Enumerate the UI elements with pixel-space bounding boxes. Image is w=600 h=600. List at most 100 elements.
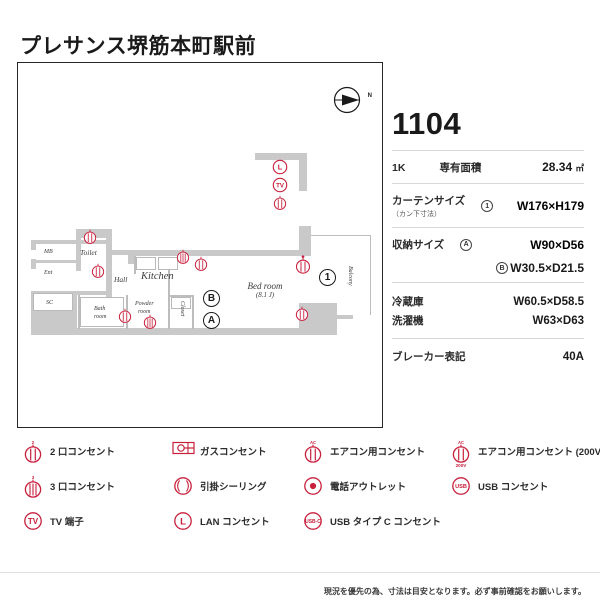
bedroom-size: (8.1 J) <box>255 291 275 300</box>
wall-toilet-left <box>76 229 81 271</box>
legend-label: 電話アウトレット <box>330 482 407 493</box>
outlet-3-socket-icon <box>176 249 190 264</box>
storage-marker-ref-b: B <box>496 262 508 274</box>
legend-item-tv-terminal: TV TV 端子 <box>22 510 172 532</box>
svg-text:L: L <box>278 163 283 172</box>
spec-divider-5 <box>392 338 584 339</box>
washer-label: 洗濯機 <box>392 315 424 327</box>
wall-upper-right <box>255 153 307 160</box>
unit-number: 1104 <box>392 106 462 141</box>
curtain-label: カーテンサイズ （カン下寸法） <box>392 195 466 218</box>
usb-c-outlet-icon: USB-C <box>302 510 324 532</box>
spec-divider-1 <box>392 150 584 151</box>
spec-row-storage-a: 収納サイズ A W90×D56 <box>392 228 584 260</box>
outlet-2-socket-icon <box>194 256 208 271</box>
spec-divider-2 <box>392 183 584 184</box>
legend-label: TV 端子 <box>50 517 84 528</box>
fridge-value: W60.5×D58.5 <box>513 296 584 308</box>
storage-value-b: W30.5×D21.5 <box>510 261 584 275</box>
breaker-label: ブレーカー表記 <box>392 351 466 363</box>
legend-item-ceiling-hook: 引掛シーリング <box>172 475 302 497</box>
storage-label: 収納サイズ <box>392 239 445 251</box>
tv-terminal-icon: TV <box>272 177 288 193</box>
outlet-2-socket-icon <box>91 263 105 278</box>
room-label-ent: Ent <box>44 270 53 276</box>
legend-label: ガスコンセント <box>200 447 267 458</box>
footer-note: 現況を優先の為、寸法は目安となります。必ず事前確認をお願いします。 <box>323 587 586 596</box>
legend-label: 3 口コンセント <box>50 482 115 493</box>
kitchen-counter-unit-left <box>136 257 156 270</box>
wall-mb-divider <box>36 260 76 263</box>
wall-entry-left-top <box>31 240 36 250</box>
ceiling-hook-icon <box>172 475 194 497</box>
partition-kitchen-counter <box>134 256 136 274</box>
area-label: 専有面積 <box>439 162 482 174</box>
room-label-bedroom: Bed room (8.1 J) <box>230 281 300 299</box>
legend-label: 2 口コンセント <box>50 447 115 458</box>
legend-label: USB タイプ C コンセント <box>330 517 441 528</box>
lan-outlet-icon: L <box>272 159 288 175</box>
wall-upper-right-vert <box>299 153 307 191</box>
ac-outlet-icon <box>295 255 311 274</box>
telephone-outlet-icon <box>302 475 324 497</box>
room-label-mb: MB <box>44 249 53 255</box>
legend-label: 引掛シーリング <box>200 482 267 493</box>
room-label-closet: Closet <box>179 301 185 317</box>
svg-text:L: L <box>180 516 186 527</box>
spec-row-curtain: カーテンサイズ （カン下寸法） 1 W176×H179 <box>392 184 584 227</box>
svg-text:USB: USB <box>455 484 467 490</box>
wall-right-upper-jog <box>299 226 311 256</box>
spec-row-storage-b: B W30.5×D21.5 <box>392 260 584 282</box>
wall-kitchen-top <box>128 250 310 256</box>
sc-unit <box>33 293 73 311</box>
svg-text:2: 2 <box>32 440 35 445</box>
svg-text:AC: AC <box>458 440 464 445</box>
room-label-sc: SC <box>46 300 54 306</box>
outlet-2-socket-icon <box>295 306 309 321</box>
wall-mb-toilet-top <box>36 240 108 244</box>
storage-marker-ref-a: A <box>460 238 473 251</box>
svg-text:USB-C: USB-C <box>305 519 321 525</box>
outlet-2-socket-icon: 2 <box>22 440 44 463</box>
outlet-3-socket-icon <box>143 314 157 329</box>
legend-item-ac-outlet-200v: AC 200V エアコン用コンセント (200V) <box>450 440 600 468</box>
wall-hall-top <box>112 250 132 255</box>
bedroom-name: Bed room <box>247 281 283 291</box>
area-unit: ㎡ <box>575 163 584 173</box>
storage-value-a: W90×D56 <box>530 237 584 252</box>
tv-terminal-icon: TV <box>22 510 44 532</box>
partition-closet-right <box>192 295 194 329</box>
partition-mid-vert <box>168 259 170 295</box>
wall-toilet-right <box>106 229 112 297</box>
curtain-value: W176×H179 <box>516 199 584 213</box>
legend: 2 2 口コンセント <box>22 440 600 532</box>
room-label-powder-room: room <box>138 309 151 315</box>
room-label-hall: Hall <box>114 275 128 284</box>
compass-north-arrow-icon <box>333 86 361 114</box>
room-label-bath-room: room <box>94 314 107 320</box>
legend-label: LAN コンセント <box>200 517 270 528</box>
legend-label: エアコン用コンセント (200V) <box>478 447 600 458</box>
partition-powder-right <box>168 295 170 329</box>
legend-item-lan-outlet: L LAN コンセント <box>172 510 302 532</box>
spec-row-fridge: 冷蔵庫 W60.5×D58.5 <box>392 292 584 311</box>
outlet-2-socket-icon <box>273 195 287 210</box>
wall-kitchen-top-left-vert <box>128 250 134 264</box>
room-label-balcony: Balcony <box>347 266 353 286</box>
page-title: プレサンス堺筋本町駅前 <box>20 35 257 58</box>
layout-type: 1K <box>392 162 406 174</box>
spec-divider-3 <box>392 227 584 228</box>
gas-outlet-icon <box>172 440 195 462</box>
legend-item-gas-outlet: ガスコンセント <box>172 440 302 462</box>
fridge-label: 冷蔵庫 <box>392 296 424 308</box>
washer-value: W63×D63 <box>532 315 584 327</box>
legend-item-outlet-3: 3 3 口コンセント <box>22 475 172 498</box>
ac-outlet-icon: AC <box>302 440 324 463</box>
closet-unit <box>171 297 191 309</box>
storage-marker-b: B <box>203 290 220 307</box>
area-value: 28.34 ㎡ <box>542 160 584 174</box>
breaker-value: 40A <box>562 351 584 363</box>
spec-row-breaker: ブレーカー表記 40A <box>392 339 584 364</box>
outlet-3-socket-icon: 3 <box>22 475 44 498</box>
spec-panel: 1104 1K 専有面積 28.34 ㎡ カーテンサイズ （カン下寸法） 1 W… <box>392 108 584 364</box>
